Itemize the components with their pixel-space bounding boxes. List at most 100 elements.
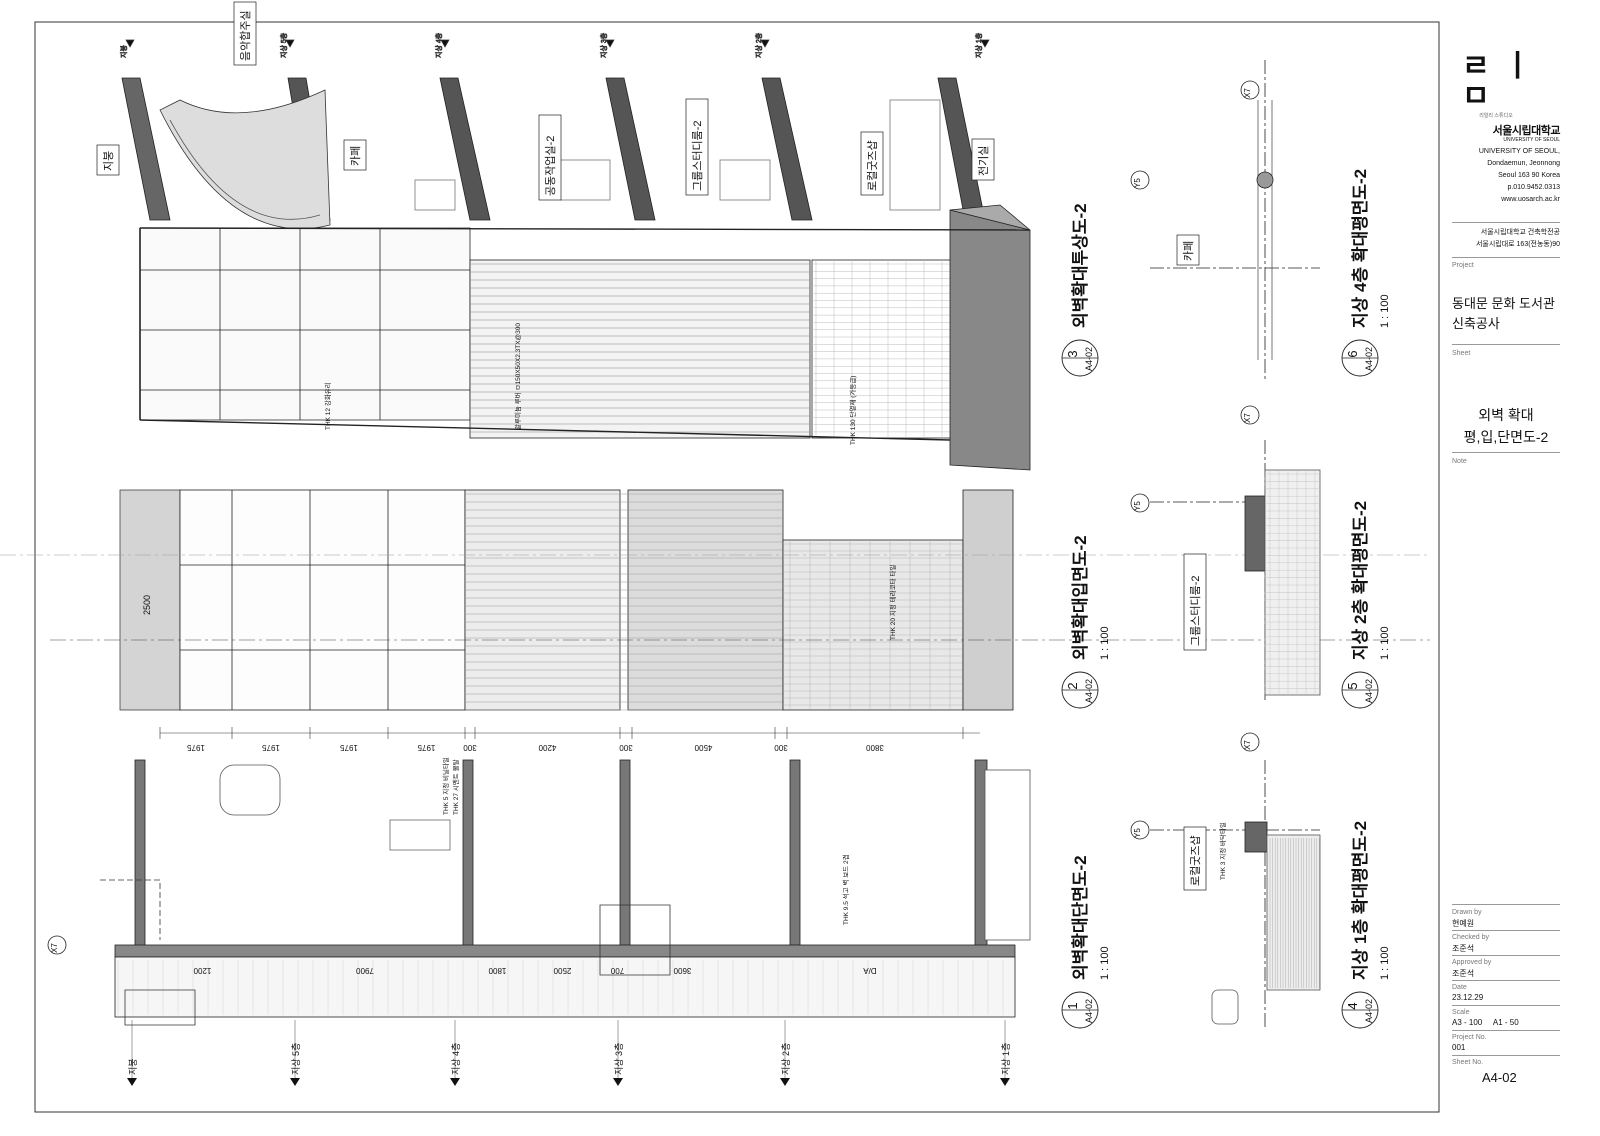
address-line: www.uosarch.ac.kr (1501, 196, 1560, 203)
grid-bubble-label: Y5 (1133, 828, 1142, 838)
grid-bubble-icon (1240, 80, 1260, 100)
logo-mark: ㄹㅣㅁ (1462, 49, 1546, 114)
level-marker-icon (440, 39, 450, 48)
university-name: 서울시립대학교 (1492, 125, 1561, 137)
view-title: 지상 4층 확대평면도-2 (1351, 169, 1370, 328)
view-scale: 1 : 100 (1379, 294, 1391, 328)
grid-bubble-icon (1240, 732, 1260, 752)
room-tag-box (96, 144, 120, 176)
project-name-line: 신축공사 (1452, 316, 1500, 331)
university-name-en: UNIVERSITY OF SEOUL (1503, 137, 1560, 143)
room-tag-box (860, 131, 884, 196)
room-tag-box (538, 114, 562, 201)
dimension-label: 1975 (187, 743, 205, 752)
view-title: 외벽확대입면도-2 (1071, 535, 1090, 660)
dimension-label: 1975 (340, 743, 358, 752)
view-scale: 1 : 100 (1099, 946, 1111, 980)
approved-by: 조준석 (1452, 969, 1475, 978)
section-dimension: 1800 (488, 966, 506, 975)
view-ref: A4-02 (1364, 999, 1374, 1023)
view-ref: A4-02 (1364, 347, 1374, 371)
view-ref: A4-02 (1084, 679, 1094, 703)
checked-by-label: Checked by (1452, 934, 1489, 941)
plan-views (1150, 60, 1321, 1030)
room-tag: 음악합주실 (239, 10, 252, 61)
room-tag-box (343, 139, 367, 171)
date: 23.12.29 (1452, 993, 1484, 1002)
room-tag-box (1176, 234, 1200, 266)
dimension-label: 300 (463, 743, 477, 752)
view-number: 6 (1345, 350, 1360, 357)
view-number: 2 (1065, 682, 1080, 689)
view-number: 4 (1345, 1002, 1360, 1009)
date-label: Date (1452, 984, 1467, 991)
view-ref: A4-02 (1084, 347, 1094, 371)
grid-bubble-icon (1130, 170, 1150, 190)
view-ref: A4-02 (1084, 999, 1094, 1023)
note-label: Note (1452, 458, 1467, 465)
grid-bubble-label: X7 (1243, 413, 1252, 423)
room-tag: 전기실 (977, 146, 990, 176)
level-marker-icon (125, 39, 135, 48)
elevation-view (0, 489, 1430, 711)
section-view (100, 759, 1031, 1026)
drawn-by: 현예원 (1452, 919, 1475, 928)
annotation-note: THK 20 지정 테라코타 타일 (888, 565, 897, 640)
room-tag: 로컬굿즈샵 (866, 140, 879, 191)
level-marker-icon (760, 39, 770, 48)
level-marker-icon (450, 1078, 460, 1086)
view-scale: 1 : 100 (1099, 626, 1111, 660)
room-tag-box (233, 1, 257, 66)
section-dimension: 7900 (356, 966, 374, 975)
annotation-note: THK 12 강화유리 (323, 382, 332, 430)
view-title: 지상 2층 확대평면도-2 (1351, 501, 1370, 660)
room-tag-box (971, 138, 995, 181)
level-tag: 지상 1층 (1001, 1043, 1011, 1075)
sheet-name: 외벽 확대 평,입,단면도-2 (1452, 404, 1560, 448)
project-label: Project (1452, 262, 1474, 269)
checked-by: 조준석 (1452, 944, 1475, 953)
level-tag: 지상 4층 (434, 32, 443, 58)
scale: A3 - 100 A1 - 50 (1452, 1018, 1519, 1027)
room-tag: 로컬굿즈샵 (1189, 835, 1202, 886)
address-line: UNIVERSITY OF SEOUL, (1478, 148, 1560, 155)
grid-bubble-icon (1240, 405, 1260, 425)
level-tag: 지상 2층 (781, 1043, 791, 1075)
view-scale: 1 : 100 (1379, 626, 1391, 660)
level-tag: 지붕 (128, 1058, 138, 1075)
section-dimension: 3600 (673, 966, 691, 975)
room-tag: 지붕 (102, 151, 115, 171)
annotation-note: THK 130 단열재 (가등급) (848, 376, 857, 445)
grid-bubble-label: Y5 (1133, 501, 1142, 511)
level-marker-icon (780, 1078, 790, 1086)
sheet-no: A4-02 (1482, 1070, 1517, 1085)
level-marker-icon (290, 1078, 300, 1086)
level-tag: 지상 4층 (451, 1043, 461, 1075)
studio-logo: ㄹㅣㅁ 리얼리 스튜디오 (1462, 52, 1554, 120)
level-marker-icon (127, 1078, 137, 1086)
grid-bubble-label: X7 (1243, 88, 1252, 98)
dimension-label: 1975 (262, 743, 280, 752)
level-marker-icon (285, 39, 295, 48)
address-line: Seoul 163 90 Korea (1498, 172, 1560, 179)
address-line: p.010.9452.0313 (1507, 184, 1560, 191)
view-scale: 1 : 100 (1379, 946, 1391, 980)
level-tag: 지붕 (119, 45, 128, 58)
section-dimension: 1200 (193, 966, 211, 975)
view-title: 외벽확대단면도-2 (1071, 855, 1090, 980)
room-tag: 카페 (349, 146, 362, 166)
level-tag: 지상 3층 (599, 32, 608, 58)
room-tag-box (1183, 826, 1207, 891)
annotation-note: THK 27 시멘트 몰탈 (451, 759, 460, 815)
grid-bubble-label: X7 (1243, 740, 1252, 750)
room-tag-box (1183, 553, 1207, 651)
project-name-line: 동대문 문화 도서관 (1452, 296, 1555, 311)
level-marker-icon (613, 1078, 623, 1086)
view-title: 지상 1층 확대평면도-2 (1351, 821, 1370, 980)
